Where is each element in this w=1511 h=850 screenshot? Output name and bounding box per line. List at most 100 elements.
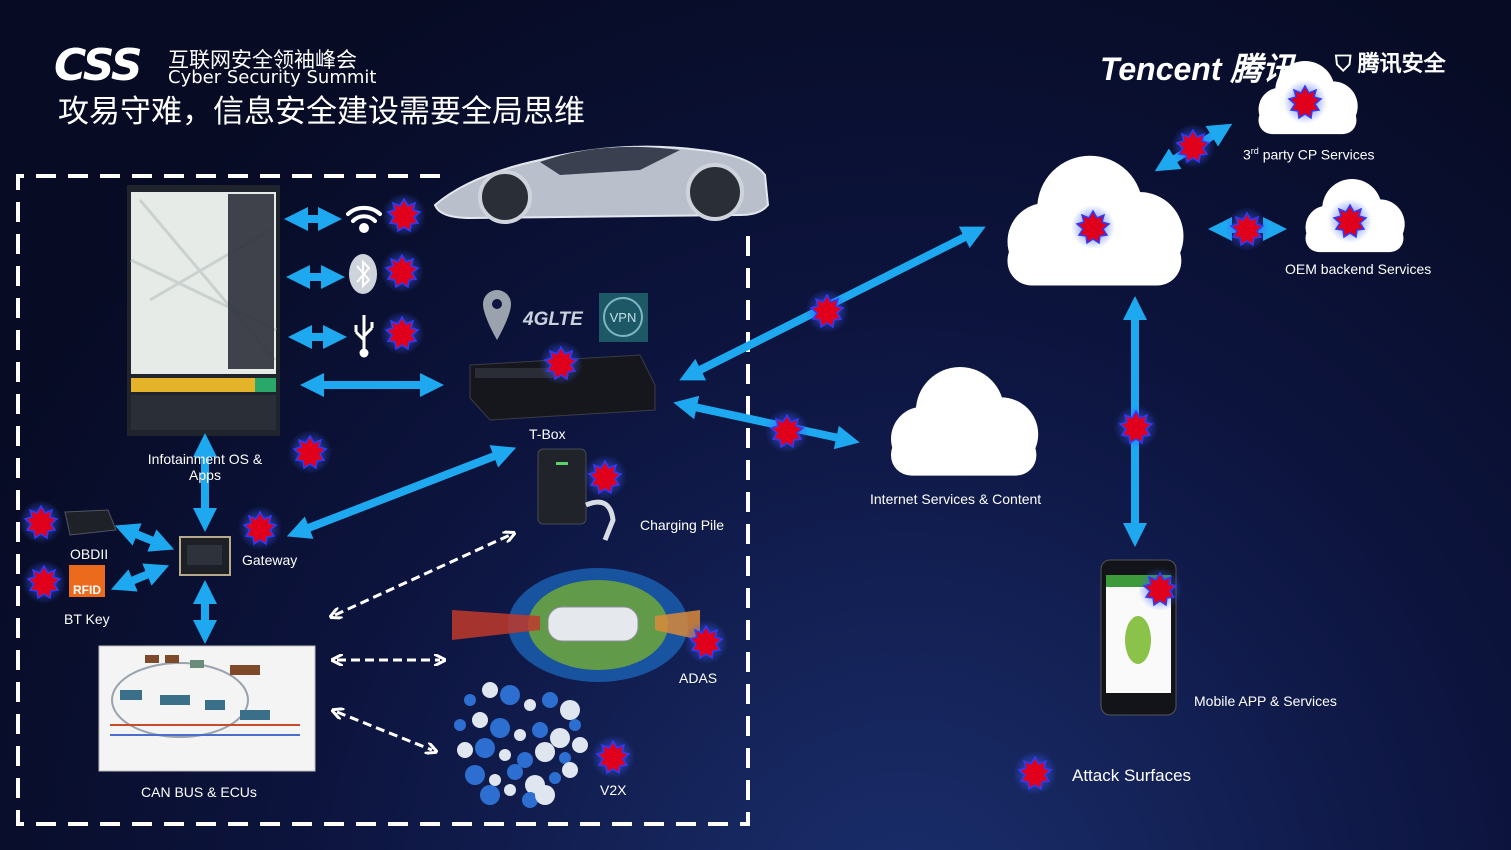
obd-gateway-arrow	[114, 523, 175, 552]
wireless-arrows	[335, 535, 510, 750]
mobile-phone	[1100, 559, 1177, 716]
v2x-node	[572, 737, 588, 753]
v2x-node	[489, 774, 501, 786]
gateway-tbox-arrow	[286, 445, 517, 539]
can-bus-diagram	[98, 645, 316, 772]
gateway-label: Gateway	[242, 552, 298, 568]
location-pin-icon	[483, 290, 511, 340]
attack-star-cloud	[1070, 204, 1116, 250]
v2x-node	[500, 685, 520, 705]
adas-sensor-graphic	[452, 568, 700, 682]
v2x-node	[454, 719, 466, 731]
third-party-sup: rd	[1250, 146, 1259, 156]
attack-star-adas	[683, 619, 729, 665]
adas-label: ADAS	[679, 670, 718, 686]
attack-star-mobile-link	[1113, 404, 1159, 450]
btkey-label: BT Key	[64, 611, 110, 627]
mobile-label: Mobile APP & Services	[1194, 693, 1337, 709]
car-image	[433, 145, 770, 224]
attack-star-v2x	[590, 734, 636, 780]
v2x-node	[490, 718, 510, 738]
third-party-label: 3rd party CP Services	[1243, 146, 1374, 163]
legend-label: Attack Surfaces	[1072, 766, 1192, 785]
rfid-badge: RFID	[69, 565, 105, 597]
charging-pile	[537, 448, 616, 541]
v2x-label: V2X	[600, 782, 627, 798]
attack-star-btkey	[21, 559, 67, 605]
v2x-node	[457, 742, 473, 758]
css-logo: CSS	[54, 40, 143, 91]
vehicle-boundary	[16, 174, 750, 826]
v2x-node	[504, 784, 516, 796]
tbox-label: T-Box	[529, 426, 566, 442]
v2x-node	[514, 729, 526, 741]
gateway-module	[179, 536, 231, 576]
tencent-security-text: 腾讯安全	[1357, 51, 1446, 76]
v2x-node	[472, 712, 488, 728]
v2x-node	[465, 765, 485, 785]
canbus-label: CAN BUS & ECUs	[141, 784, 257, 800]
tbox-internet-arrow	[673, 395, 860, 450]
internet-cloud	[891, 367, 1039, 476]
attack-star-mobile	[1137, 566, 1183, 612]
bluetooth-icon	[349, 254, 377, 294]
v2x-node	[499, 749, 511, 761]
legend-attack-star	[1012, 750, 1058, 796]
attack-star-usb	[379, 310, 425, 356]
tbox-device	[469, 354, 656, 421]
summit-name-en: Cyber Security Summit	[168, 67, 377, 88]
charging-dashed-arrow	[335, 535, 510, 615]
attack-star-infotainment	[287, 429, 333, 475]
v2x-node	[535, 785, 555, 805]
v2x-node	[549, 772, 561, 784]
rfid-text: RFID	[73, 583, 101, 597]
attack-star-tbox	[538, 340, 584, 386]
attack-star-bluetooth	[379, 248, 425, 294]
internet-label: Internet Services & Content	[870, 491, 1042, 507]
oem-label: OEM backend Services	[1285, 261, 1432, 277]
shield-icon: ⛉	[1335, 51, 1352, 76]
attack-star-charging	[582, 454, 628, 500]
v2x-node	[559, 752, 571, 764]
summit-name-cn: 互联网安全领袖峰会	[168, 48, 357, 72]
v2x-node	[535, 742, 555, 762]
v2x-node	[475, 738, 495, 758]
charging-label: Charging Pile	[640, 517, 725, 533]
rfid-gateway-arrow	[110, 563, 170, 592]
vpn-badge: VPN	[599, 293, 648, 342]
v2x-dashed-arrow	[337, 712, 432, 750]
third-party-text: party CP Services	[1262, 146, 1375, 163]
obd-dongle	[64, 509, 117, 536]
v2x-node	[550, 728, 570, 748]
third-party-prefix: 3	[1243, 146, 1251, 163]
v2x-node	[542, 692, 558, 708]
attack-star-thirdparty-link	[1170, 123, 1216, 169]
infotainment-label: Infotainment OS & Apps	[147, 451, 263, 483]
v2x-node	[480, 785, 500, 805]
attack-star-gateway	[237, 505, 283, 551]
attack-star-tbox-cloud	[804, 288, 850, 334]
v2x-node	[522, 792, 538, 808]
obd-label: OBDII	[70, 546, 109, 562]
tencent-security-logo: ⛉ 腾讯安全	[1335, 46, 1446, 78]
v2x-node	[517, 752, 533, 768]
v2x-node	[524, 699, 536, 711]
usb-icon	[354, 315, 374, 358]
lte-text: 4GLTE	[522, 309, 584, 330]
v2x-node	[562, 762, 578, 778]
v2x-node	[482, 682, 498, 698]
v2x-node	[464, 694, 476, 706]
v2x-node	[507, 764, 523, 780]
v2x-node	[560, 700, 580, 720]
attack-star-internet-link	[764, 408, 810, 454]
wifi-icon	[346, 205, 382, 233]
attack-star-oem	[1327, 198, 1373, 244]
infotainment-screen	[127, 185, 280, 436]
attack-star-thirdparty	[1282, 79, 1328, 125]
slide-title: 攻易守难，信息安全建设需要全局思维	[58, 94, 585, 130]
attack-star-obd	[18, 499, 64, 545]
lte-badge: 4GLTE	[522, 309, 584, 330]
vpn-text: VPN	[610, 310, 637, 325]
v2x-network-graphic	[454, 682, 588, 808]
